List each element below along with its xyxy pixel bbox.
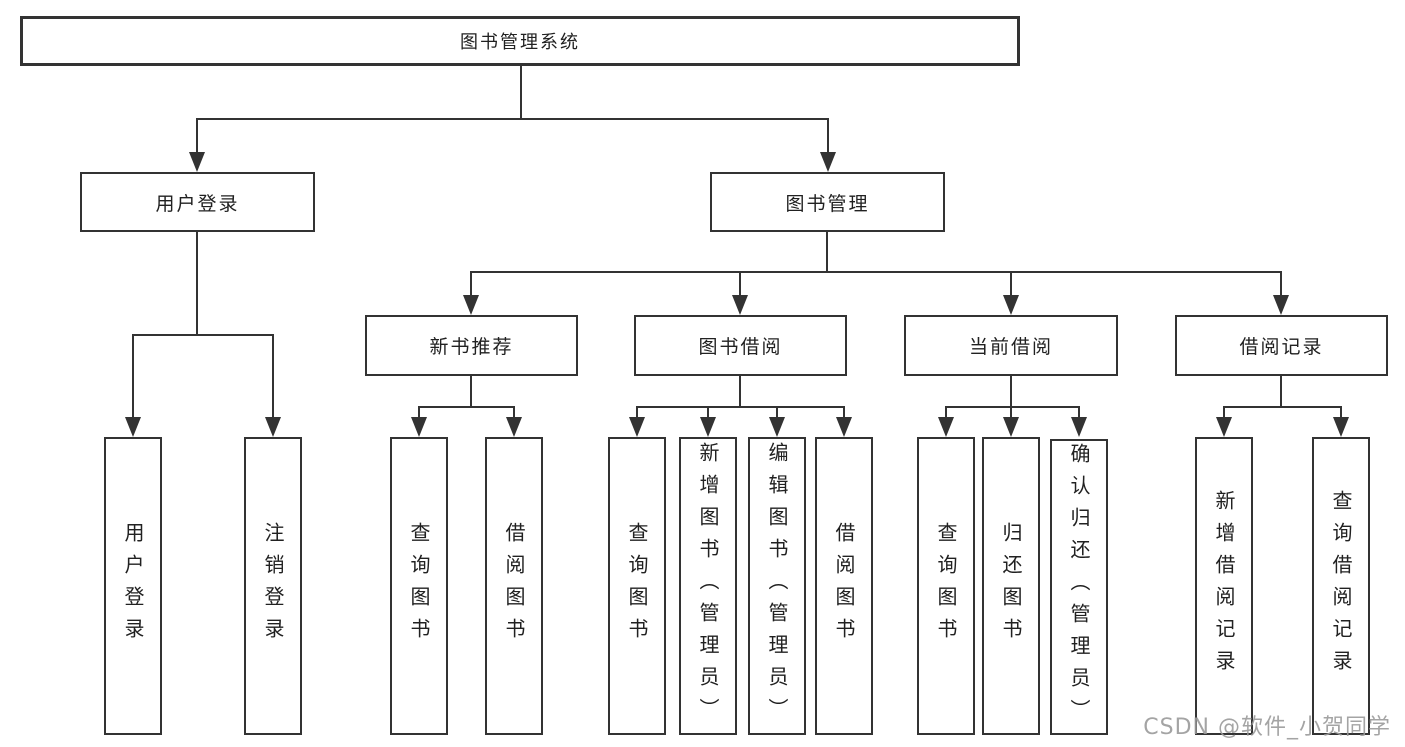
- node-label: 查询图书: [625, 522, 649, 650]
- connector-root-to-level2: [196, 66, 829, 158]
- node-label: 新增图书（管理员）: [696, 442, 720, 730]
- leaf-borrow-books-borrowing: 借阅图书: [815, 437, 873, 735]
- leaf-query-borrow-record: 查询借阅记录: [1312, 437, 1370, 735]
- node-label: 新增借阅记录: [1212, 490, 1236, 682]
- connector-new-book-branch: [418, 376, 515, 423]
- leaf-edit-book-admin: 编辑图书（管理员）: [748, 437, 806, 735]
- node-label: 归还图书: [999, 522, 1023, 650]
- leaf-query-books-borrowing: 查询图书: [608, 437, 666, 735]
- arrowheads-level2: [189, 152, 836, 172]
- leaf-borrow-books-recommend: 借阅图书: [485, 437, 543, 735]
- node-current-borrowing: 当前借阅: [904, 315, 1118, 376]
- arrowheads-user-login-branch: [125, 417, 281, 437]
- connector-user-login-branch: [132, 232, 274, 423]
- node-label: 图书管理系统: [460, 32, 580, 53]
- leaf-confirm-return-admin: 确认归还（管理员）: [1050, 439, 1108, 735]
- node-label: 用户登录: [121, 522, 145, 650]
- node-label: 新书推荐: [429, 336, 514, 358]
- node-book-management: 图书管理: [710, 172, 945, 232]
- node-label: 当前借阅: [968, 336, 1053, 358]
- leaf-query-books-current: 查询图书: [917, 437, 975, 735]
- node-label: 借阅图书: [832, 522, 856, 650]
- leaf-logout: 注销登录: [244, 437, 302, 735]
- node-label: 借阅记录: [1239, 336, 1324, 358]
- node-new-book-recommend: 新书推荐: [365, 315, 578, 376]
- connector-book-mgmt-branch: [470, 232, 1282, 300]
- leaf-return-book: 归还图书: [982, 437, 1040, 735]
- node-borrowing-records: 借阅记录: [1175, 315, 1388, 376]
- node-book-borrowing: 图书借阅: [634, 315, 847, 376]
- node-label: 确认归还（管理员）: [1067, 443, 1091, 731]
- connector-borrow-records-branch: [1223, 376, 1342, 423]
- arrowheads-level3: [463, 295, 1289, 315]
- arrowheads-leaf: [411, 417, 1349, 437]
- node-library-management-system: 图书管理系统: [20, 16, 1020, 66]
- node-user-login-group: 用户登录: [80, 172, 315, 232]
- node-label: 编辑图书（管理员）: [765, 442, 789, 730]
- node-label: 借阅图书: [502, 522, 526, 650]
- leaf-query-books-recommend: 查询图书: [390, 437, 448, 735]
- node-label: 注销登录: [261, 522, 285, 650]
- node-label: 用户登录: [155, 192, 240, 215]
- node-label: 查询图书: [934, 522, 958, 650]
- csdn-watermark: CSDN @软件_小贺同学: [1143, 715, 1391, 740]
- node-label: 图书借阅: [698, 336, 783, 358]
- connector-book-borrow-branch: [636, 376, 845, 423]
- leaf-add-book-admin: 新增图书（管理员）: [679, 437, 737, 735]
- connector-current-borrow-branch: [945, 376, 1080, 423]
- node-label: 查询图书: [407, 522, 431, 650]
- node-label: 查询借阅记录: [1329, 490, 1353, 682]
- leaf-add-borrow-record: 新增借阅记录: [1195, 437, 1253, 735]
- node-label: 图书管理: [785, 192, 870, 215]
- leaf-user-login: 用户登录: [104, 437, 162, 735]
